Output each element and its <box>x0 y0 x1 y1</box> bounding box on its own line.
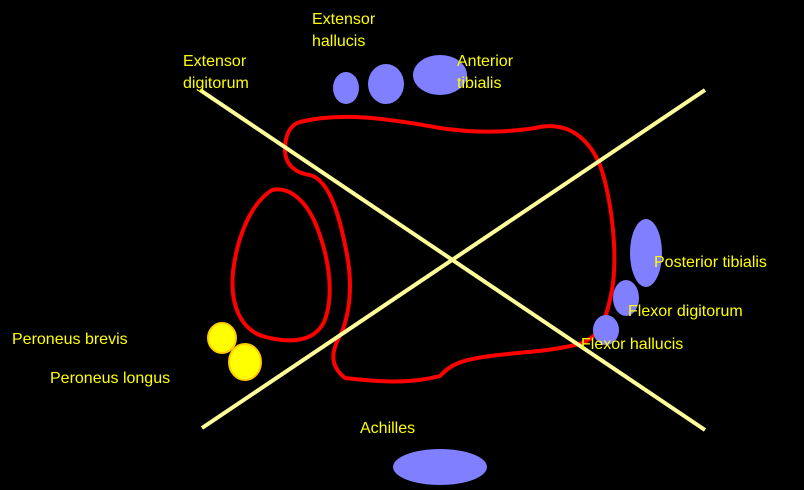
axis-line-ascending <box>200 88 707 430</box>
flexor-digitorum-label: Flexor digitorum <box>628 303 743 320</box>
anterior-tibialis-label: Anterior tibialis <box>457 53 517 92</box>
peroneus-longus-label: Peroneus longus <box>50 370 170 387</box>
anterior-tibialis-label-line-2: tibialis <box>457 75 501 92</box>
anterior-tibialis-tendon <box>413 55 467 95</box>
achilles-label: Achilles <box>360 420 415 437</box>
posterior-tibialis-label: Posterior tibialis <box>654 254 767 271</box>
flexor-hallucis-tendon <box>593 315 619 345</box>
extensor-hallucis-label-line-1: Extensor <box>312 11 376 28</box>
extensor-digitorum-label-line-2: digitorum <box>183 75 249 92</box>
flexor-hallucis-label: Flexor hallucis <box>581 336 683 353</box>
posterior-tibialis-tendon <box>630 219 662 287</box>
extensor-hallucis-tendon <box>368 64 404 104</box>
peroneus-brevis-label: Peroneus brevis <box>12 331 128 348</box>
anterior-tibialis-label-line-1: Anterior <box>457 53 514 70</box>
extensor-digitorum-label: Extensor digitorum <box>183 53 251 92</box>
extensor-digitorum-tendon <box>333 72 359 104</box>
extensor-hallucis-label-line-2: hallucis <box>312 33 365 50</box>
achilles-tendon <box>393 449 487 485</box>
flexor-digitorum-tendon <box>613 280 639 316</box>
talus-outline <box>283 114 617 384</box>
peroneus-brevis-tendon <box>207 322 237 354</box>
extensor-digitorum-label-line-1: Extensor <box>183 53 247 70</box>
peroneus-longus-tendon <box>228 343 262 381</box>
fibula-outline <box>230 187 332 343</box>
extensor-hallucis-label: Extensor hallucis <box>312 11 380 50</box>
